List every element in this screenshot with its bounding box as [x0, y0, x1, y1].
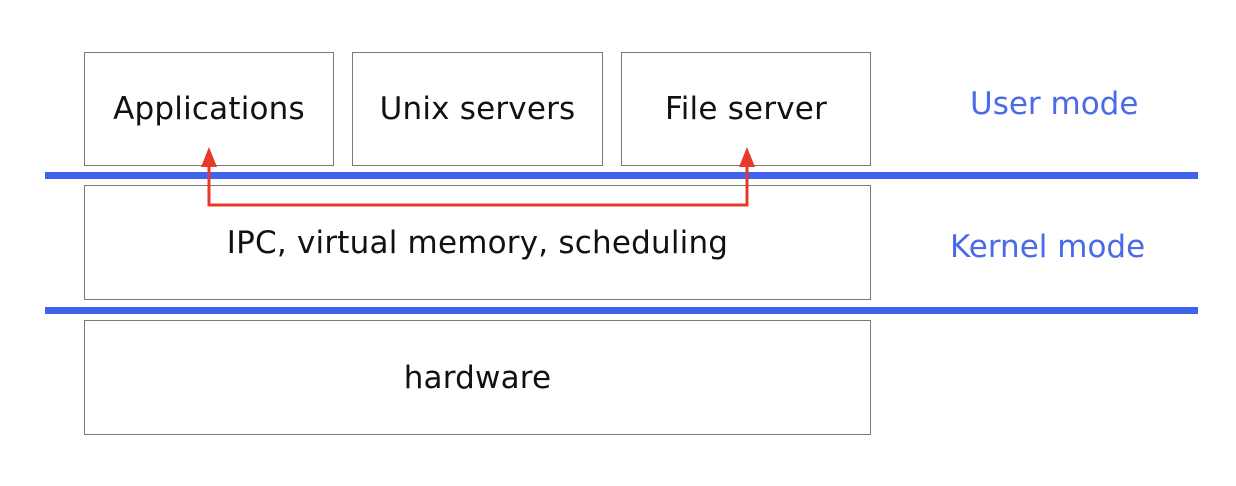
- kernel-box: IPC, virtual memory, scheduling: [84, 185, 871, 300]
- file-server-label: File server: [664, 91, 828, 127]
- unix-servers-box: Unix servers: [352, 52, 603, 166]
- hardware-box: hardware: [84, 320, 871, 435]
- unix-servers-label: Unix servers: [379, 91, 576, 127]
- user-kernel-boundary-line: [45, 172, 1198, 179]
- user-mode-label: User mode: [970, 86, 1139, 122]
- applications-box: Applications: [84, 52, 334, 166]
- applications-label: Applications: [113, 91, 305, 127]
- kernel-mode-label: Kernel mode: [950, 229, 1146, 265]
- file-server-box: File server: [621, 52, 871, 166]
- hardware-label: hardware: [403, 359, 552, 396]
- kernel-hardware-boundary-line: [45, 307, 1198, 314]
- kernel-label: IPC, virtual memory, scheduling: [226, 224, 729, 261]
